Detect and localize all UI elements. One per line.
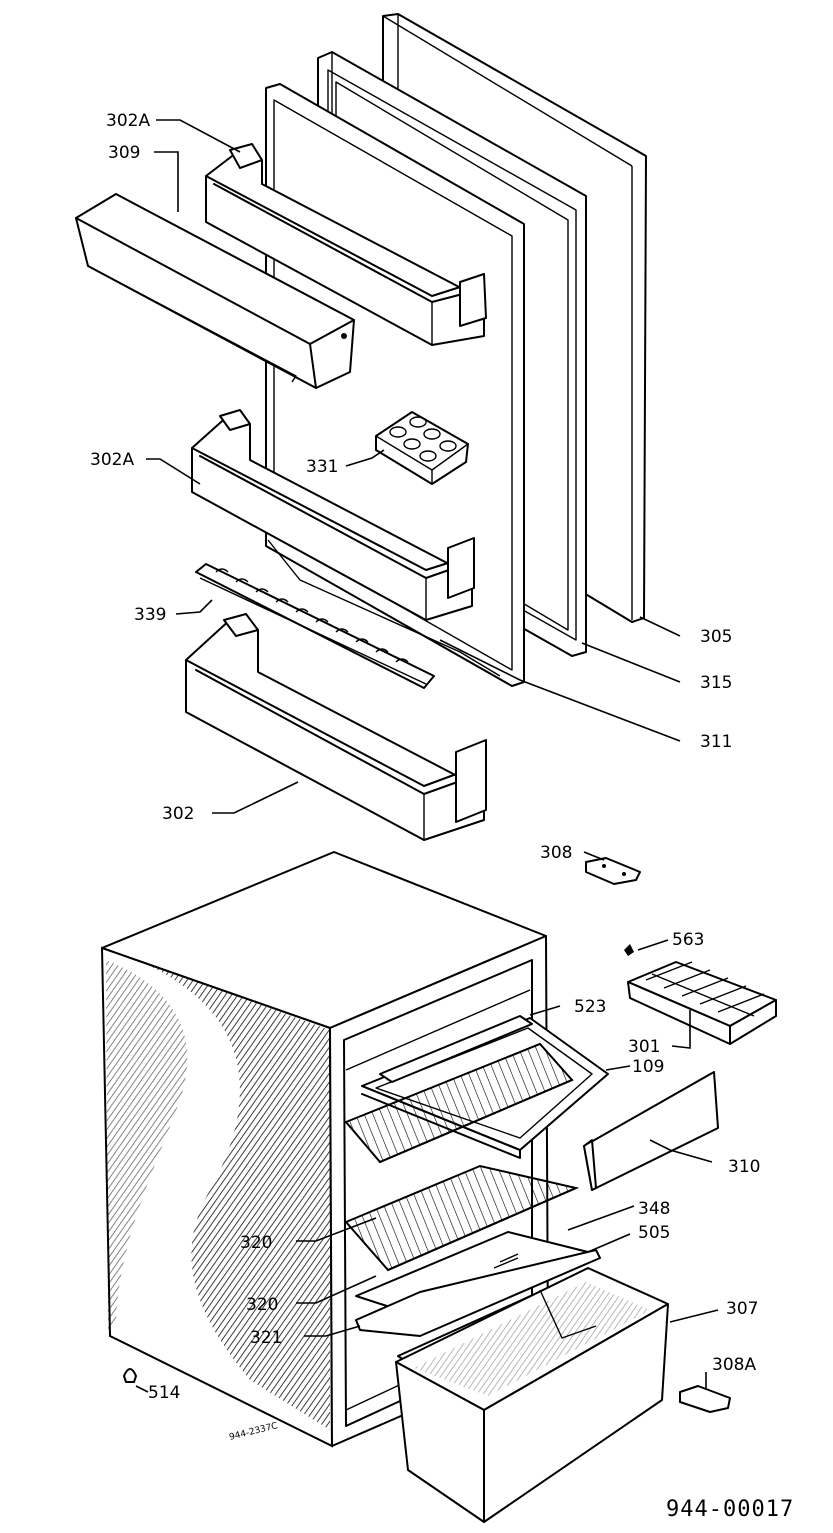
label-308a: 308A — [712, 1355, 756, 1375]
label-315: 315 — [700, 673, 732, 693]
label-301: 301 — [628, 1037, 660, 1057]
dairy-compartment-309 — [75, 193, 355, 389]
label-109: 109 — [632, 1057, 664, 1077]
door-shelf-302 — [185, 613, 487, 841]
label-308: 308 — [540, 843, 572, 863]
bottle-retainer-339 — [195, 563, 435, 689]
part-563 — [624, 939, 669, 956]
label-309: 309 — [108, 143, 140, 163]
egg-tray-331 — [375, 411, 469, 485]
drawing-stamp: 944-2337C — [228, 1421, 279, 1443]
wire-shelf-320-lower — [344, 1164, 580, 1272]
crisper-drawer-307 — [395, 1267, 669, 1523]
document-code: 944-00017 — [666, 1497, 794, 1522]
hinge-308a — [679, 1372, 731, 1413]
label-320-lower: 320 — [246, 1295, 278, 1315]
label-307: 307 — [726, 1299, 758, 1319]
left-leader-lines — [146, 119, 385, 814]
label-311: 311 — [700, 732, 732, 752]
label-321: 321 — [250, 1328, 282, 1348]
label-563: 563 — [672, 930, 704, 950]
label-514: 514 — [148, 1383, 180, 1403]
freezer-flap-310 — [583, 1071, 719, 1191]
door-shelf-302a-middle — [191, 409, 475, 621]
label-348: 348 — [638, 1199, 670, 1219]
cabinet-leader-lines — [296, 1139, 719, 1337]
label-302a-middle: 302A — [90, 450, 134, 470]
wire-shelf-320-upper — [344, 1042, 574, 1164]
label-339: 339 — [134, 605, 166, 625]
part-labels: 302A 309 331 302A 339 305 315 311 302 30… — [90, 111, 794, 1522]
door-leader-lines — [439, 616, 681, 742]
label-302a-top: 302A — [106, 111, 150, 131]
label-331: 331 — [306, 457, 338, 477]
door-shelf-302a-top — [205, 143, 487, 346]
label-320-upper: 320 — [240, 1233, 272, 1253]
foot-514 — [123, 1368, 149, 1393]
label-302: 302 — [162, 804, 194, 824]
label-305: 305 — [700, 627, 732, 647]
label-310: 310 — [728, 1157, 760, 1177]
hinge-308 — [583, 851, 641, 885]
label-523: 523 — [574, 997, 606, 1017]
ice-tray-301 — [627, 961, 777, 1049]
label-505: 505 — [638, 1223, 670, 1243]
